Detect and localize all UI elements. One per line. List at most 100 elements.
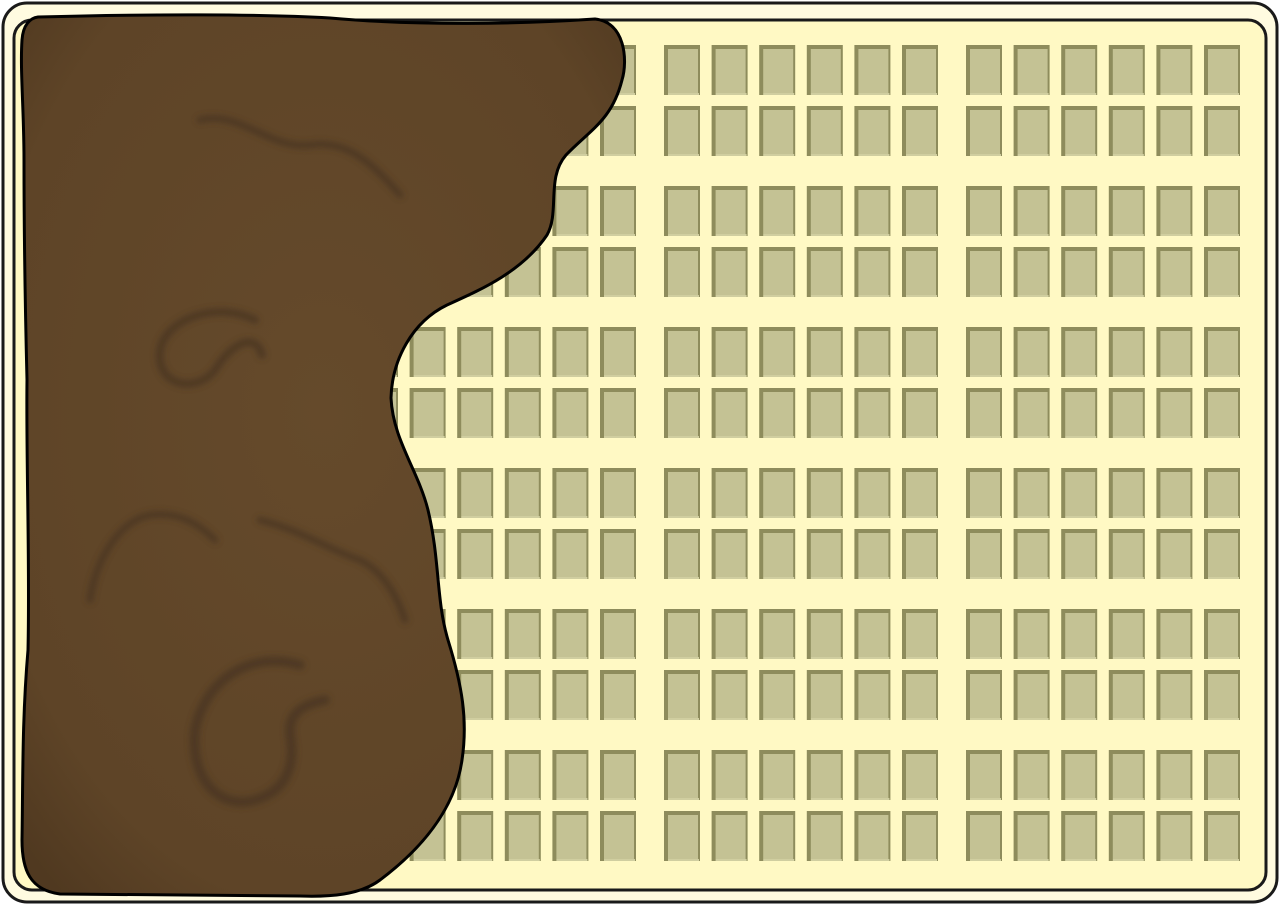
board-cell[interactable] — [966, 106, 1002, 156]
board-cell[interactable] — [807, 247, 843, 297]
board-cell[interactable] — [1061, 750, 1097, 800]
board-cell[interactable] — [1204, 529, 1240, 579]
board-cell[interactable] — [712, 750, 748, 800]
board-cell[interactable] — [902, 106, 938, 156]
board-cell[interactable] — [759, 529, 795, 579]
board-cell[interactable] — [712, 45, 748, 95]
board-cell[interactable] — [854, 670, 890, 720]
board-cell[interactable] — [807, 45, 843, 95]
board-cell[interactable] — [712, 609, 748, 659]
board-cell[interactable] — [1204, 670, 1240, 720]
board-cell[interactable] — [1109, 811, 1145, 861]
board-cell[interactable] — [966, 468, 1002, 518]
board-cell[interactable] — [902, 45, 938, 95]
board-cell[interactable] — [457, 468, 493, 518]
board-cell[interactable] — [966, 186, 1002, 236]
board-cell[interactable] — [552, 247, 588, 297]
board-cell[interactable] — [759, 186, 795, 236]
board-cell[interactable] — [1156, 670, 1192, 720]
board-cell[interactable] — [600, 247, 636, 297]
board-cell[interactable] — [552, 811, 588, 861]
board-cell[interactable] — [807, 750, 843, 800]
board-cell[interactable] — [759, 388, 795, 438]
board-cell[interactable] — [854, 186, 890, 236]
board-cell[interactable] — [902, 327, 938, 377]
board-cell[interactable] — [505, 670, 541, 720]
board-cell[interactable] — [902, 750, 938, 800]
board-cell[interactable] — [1014, 468, 1050, 518]
board-cell[interactable] — [1014, 106, 1050, 156]
board-cell[interactable] — [1014, 529, 1050, 579]
board-cell[interactable] — [1109, 529, 1145, 579]
board-cell[interactable] — [807, 529, 843, 579]
board-cell[interactable] — [854, 327, 890, 377]
board-cell[interactable] — [1109, 750, 1145, 800]
board-cell[interactable] — [1014, 670, 1050, 720]
board-cell[interactable] — [807, 106, 843, 156]
board-cell[interactable] — [1156, 45, 1192, 95]
board-cell[interactable] — [759, 106, 795, 156]
board-cell[interactable] — [664, 388, 700, 438]
board-cell[interactable] — [807, 811, 843, 861]
board-cell[interactable] — [1061, 468, 1097, 518]
board-cell[interactable] — [552, 186, 588, 236]
board-cell[interactable] — [457, 811, 493, 861]
board-cell[interactable] — [1109, 388, 1145, 438]
board-cell[interactable] — [1156, 247, 1192, 297]
board-cell[interactable] — [1061, 388, 1097, 438]
board-cell[interactable] — [759, 750, 795, 800]
board-cell[interactable] — [807, 388, 843, 438]
board-cell[interactable] — [902, 811, 938, 861]
board-cell[interactable] — [712, 247, 748, 297]
board-cell[interactable] — [1109, 670, 1145, 720]
board-cell[interactable] — [1156, 609, 1192, 659]
board-cell[interactable] — [807, 609, 843, 659]
board-cell[interactable] — [712, 388, 748, 438]
board-cell[interactable] — [759, 468, 795, 518]
board-cell[interactable] — [600, 811, 636, 861]
board-cell[interactable] — [1156, 106, 1192, 156]
board-cell[interactable] — [664, 106, 700, 156]
board-cell[interactable] — [1014, 45, 1050, 95]
board-cell[interactable] — [1061, 247, 1097, 297]
board-cell[interactable] — [902, 670, 938, 720]
board-cell[interactable] — [966, 529, 1002, 579]
board-cell[interactable] — [712, 468, 748, 518]
board-cell[interactable] — [505, 388, 541, 438]
board-cell[interactable] — [1061, 45, 1097, 95]
board-cell[interactable] — [1014, 750, 1050, 800]
board-cell[interactable] — [902, 247, 938, 297]
board-cell[interactable] — [1061, 106, 1097, 156]
board-cell[interactable] — [1109, 468, 1145, 518]
board-cell[interactable] — [664, 468, 700, 518]
board-cell[interactable] — [505, 811, 541, 861]
board-cell[interactable] — [1204, 45, 1240, 95]
board-cell[interactable] — [902, 388, 938, 438]
board-cell[interactable] — [712, 811, 748, 861]
board-cell[interactable] — [457, 388, 493, 438]
board-cell[interactable] — [664, 609, 700, 659]
board-cell[interactable] — [457, 609, 493, 659]
board-cell[interactable] — [854, 750, 890, 800]
board-cell[interactable] — [712, 529, 748, 579]
board-cell[interactable] — [807, 468, 843, 518]
board-cell[interactable] — [1014, 327, 1050, 377]
board-cell[interactable] — [664, 186, 700, 236]
board-cell[interactable] — [966, 670, 1002, 720]
board-cell[interactable] — [410, 388, 446, 438]
board-cell[interactable] — [552, 670, 588, 720]
board-cell[interactable] — [1014, 388, 1050, 438]
board-cell[interactable] — [1014, 186, 1050, 236]
board-cell[interactable] — [410, 327, 446, 377]
board-cell[interactable] — [1109, 327, 1145, 377]
board-cell[interactable] — [854, 247, 890, 297]
board-cell[interactable] — [600, 388, 636, 438]
board-cell[interactable] — [664, 670, 700, 720]
board-cell[interactable] — [854, 468, 890, 518]
board-cell[interactable] — [902, 186, 938, 236]
board-cell[interactable] — [902, 609, 938, 659]
board-cell[interactable] — [1204, 106, 1240, 156]
board-cell[interactable] — [966, 388, 1002, 438]
board-cell[interactable] — [600, 609, 636, 659]
board-cell[interactable] — [664, 529, 700, 579]
